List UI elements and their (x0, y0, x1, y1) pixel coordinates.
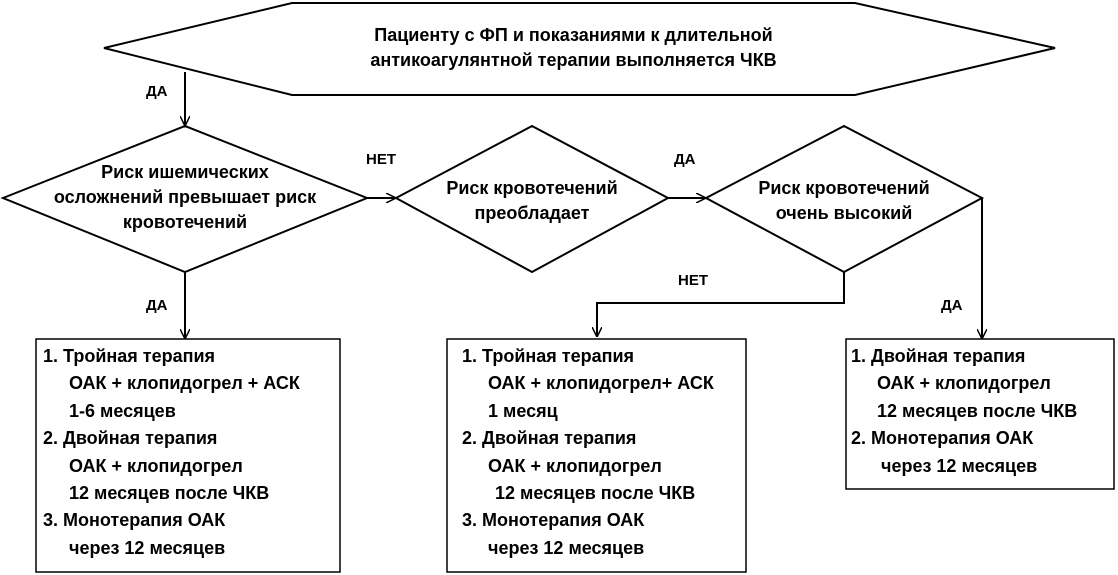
box-left-line: 2. Двойная терапия (43, 428, 218, 449)
box-middle-line: через 12 месяцев (488, 537, 645, 558)
label-yes-bleeding: ДА (674, 151, 696, 168)
label-no-ischemic: НЕТ (366, 151, 396, 168)
box-right-line: 12 месяцев после ЧКВ (877, 400, 1078, 421)
label-yes-ischemic: ДА (146, 297, 168, 314)
box-right: 1. Двойная терапия ОАК + клопидогрел 12 … (846, 343, 1114, 480)
box-right-frame (845, 338, 1115, 490)
start-text: Пациенту с ФП и показаниями к длительной… (292, 23, 855, 73)
box-right-line: 2. Монотерапия ОАК (851, 428, 1034, 449)
arrow-very-high-no-to-middle-box (597, 272, 845, 336)
box-middle-line: 2. Двойная терапия (462, 428, 637, 449)
decision-very-high-text: Риск кровотечений очень высокий (724, 176, 964, 226)
box-left-line: ОАК + клопидогрел (69, 455, 243, 476)
box-middle-line: ОАК + клопидогрел (488, 455, 662, 476)
box-right-line: через 12 месяцев (881, 455, 1038, 476)
decision-bleeding-text: Риск кровотечений преобладает (412, 176, 652, 226)
label-yes-start: ДА (146, 83, 168, 100)
box-right-line: ОАК + клопидогрел (877, 373, 1051, 394)
decision-bleeding-line1: Риск кровотечений (446, 178, 618, 198)
box-right-line: 1. Двойная терапия (851, 346, 1026, 366)
box-middle-line: 1. Тройная терапия (462, 346, 635, 366)
box-left-line: ОАК + клопидогрел + АСК (69, 373, 300, 394)
start-text-line2: антикоагулянтной терапии выполняется ЧКВ (370, 50, 777, 70)
box-left-line: через 12 месяцев (69, 537, 226, 558)
box-left-line: 12 месяцев после ЧКВ (69, 483, 270, 504)
box-middle-line: 12 месяцев после ЧКВ (495, 483, 696, 504)
box-middle-frame (446, 338, 747, 573)
box-middle-line: 3. Монотерапия ОАК (462, 510, 645, 531)
decision-bleeding-line2: преобладает (474, 203, 590, 223)
box-left-line: 1-6 месяцев (69, 400, 176, 421)
box-left: 1. Тройная терапия ОАК + клопидогрел + А… (36, 343, 340, 562)
decision-very-high-line2: очень высокий (775, 203, 913, 223)
label-no-very-high: НЕТ (678, 272, 708, 289)
box-left-frame (35, 338, 341, 573)
decision-very-high-line1: Риск кровотечений (758, 178, 930, 198)
box-middle-line: ОАК + клопидогрел+ АСК (488, 373, 714, 394)
start-hexagon (103, 2, 1056, 96)
box-middle: 1. Тройная терапия ОАК + клопидогрел+ АС… (447, 343, 746, 562)
decision-ischemic-line2: осложнений превышает риск (53, 187, 317, 207)
start-text-line1: Пациенту с ФП и показаниями к длительной (374, 25, 773, 45)
label-yes-very-high: ДА (941, 297, 963, 314)
box-middle-line: 1 месяц (488, 400, 558, 421)
box-left-line: 3. Монотерапия ОАК (43, 510, 226, 531)
decision-ischemic-line1: Риск ишемических (101, 162, 269, 182)
decision-ischemic-text: Риск ишемических осложнений превышает ри… (35, 160, 335, 235)
box-left-line: 1. Тройная терапия (43, 346, 216, 366)
decision-ischemic-line3: кровотечений (122, 212, 248, 232)
